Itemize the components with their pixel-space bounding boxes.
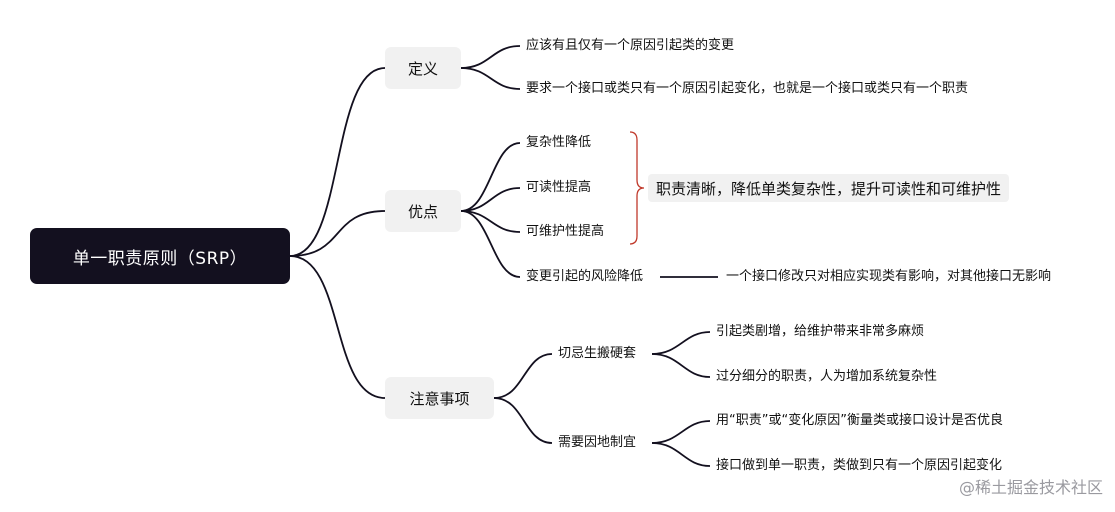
notes-item: 接口做到单一职责，类做到只有一个原因引起变化 <box>716 458 1003 473</box>
root-label: 单一职责原则（SRP） <box>72 248 248 269</box>
definition-item: 要求一个接口或类只有一个原因引起变化，也就是一个接口或类只有一个职责 <box>526 81 969 96</box>
edge-advantages-risk <box>460 210 521 278</box>
notes-item: 过分细分的职责，人为增加系统复杂性 <box>716 369 938 384</box>
advantage-item: 可读性提高 <box>526 180 592 195</box>
edge-sub1-item-1 <box>651 331 711 355</box>
edge-root-notes <box>289 255 386 399</box>
edge-notes-sub-1 <box>493 353 553 399</box>
advantage-item: 可维护性提高 <box>526 224 605 239</box>
notes-item: 引起类剧增，给维护带来非常多麻烦 <box>716 324 925 339</box>
edge-sub2-item-2 <box>651 442 711 467</box>
node-advantages-label: 优点 <box>407 202 438 221</box>
advantages-summary: 职责清晰，降低单类复杂性，提升可读性和可维护性 <box>648 174 1010 202</box>
risk-label: 变更引起的风险降低 <box>526 269 644 284</box>
advantage-item: 复杂性降低 <box>526 135 592 150</box>
node-notes: 注意事项 <box>385 377 494 419</box>
root-node: 单一职责原则（SRP） <box>30 228 290 284</box>
edge-root-advantages <box>289 210 386 257</box>
edge-sub2-item-1 <box>651 420 711 444</box>
node-definition: 定义 <box>385 47 461 89</box>
node-notes-label: 注意事项 <box>409 389 470 408</box>
summary-brace <box>629 131 645 245</box>
edge-notes-sub-2 <box>493 397 553 444</box>
edge-advantages-item-1 <box>460 142 521 212</box>
edge-definition-item-2 <box>460 67 521 90</box>
notes-item: 用“职责”或“变化原因”衡量类或接口设计是否优良 <box>716 413 1003 428</box>
notes-sub-label: 需要因地制宜 <box>558 435 637 450</box>
watermark: @稀土掘金技术社区 <box>958 478 1103 497</box>
edge-definition-item-1 <box>460 45 521 69</box>
node-definition-label: 定义 <box>407 59 438 78</box>
edge-advantages-item-2 <box>460 187 521 212</box>
node-advantages: 优点 <box>385 190 461 232</box>
edge-sub1-item-2 <box>651 353 711 378</box>
edge-root-definition <box>289 67 386 257</box>
risk-detail: 一个接口修改只对相应实现类有影响，对其他接口无影响 <box>726 269 1052 284</box>
notes-sub-label: 切忌生搬硬套 <box>558 346 637 361</box>
definition-item: 应该有且仅有一个原因引起类的变更 <box>526 38 735 53</box>
